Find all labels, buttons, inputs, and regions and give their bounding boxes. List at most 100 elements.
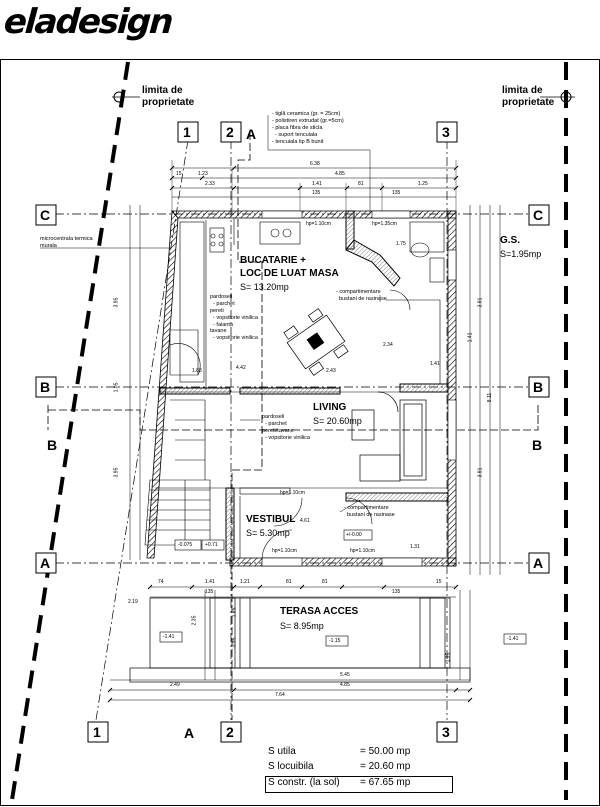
- dim-misc-3: 2.34: [383, 342, 393, 348]
- level-stair-b: +0.71: [205, 542, 218, 548]
- property-limit-label-left: limita de proprietate: [142, 85, 195, 108]
- dim-right-c: 1.41: [467, 332, 474, 343]
- dim-top-3a: 2.33: [205, 181, 215, 187]
- summary-label: S utila: [268, 746, 296, 757]
- summary-value: = 67.65 mp: [360, 777, 411, 788]
- summary-value: = 20.60 mp: [360, 761, 411, 772]
- dim-top-4a: 135: [312, 190, 321, 196]
- living-furniture: [351, 391, 427, 482]
- dim-misc-12: 1.75: [396, 241, 406, 247]
- kitchen-counter: [169, 221, 445, 383]
- note-finishes-kitchen: pardoseli - parchet pereti - vopsitorie …: [210, 294, 258, 342]
- dim-bot-1d: 81: [286, 579, 292, 585]
- leader-lines: [40, 115, 381, 513]
- doors: [240, 289, 411, 561]
- dim-bottom-sub-c: 4.85: [340, 682, 350, 688]
- dining-table: [283, 308, 349, 376]
- terrace: [129, 597, 471, 683]
- dim-bottom-sub-b: 5.45: [340, 672, 350, 678]
- dim-left-a: 3.95: [113, 297, 120, 308]
- room-gs-name: G.S.: [500, 235, 521, 246]
- dim-misc-7: 2.19: [128, 599, 138, 605]
- window-tag-4: hp=1.10cm: [272, 548, 297, 554]
- note-finishes-living: pardoseli - parchet pereti/tavane - vops…: [262, 414, 310, 441]
- section-mark-B-right: B: [532, 437, 543, 453]
- room-terrace-name: TERASA ACCES: [280, 606, 359, 617]
- property-limit-label-right: limita de proprietate: [502, 85, 555, 108]
- summary-label: S constr. (la sol): [268, 777, 340, 788]
- section-mark-B-left: B: [47, 437, 58, 453]
- dim-misc-11: 1.95: [445, 652, 452, 663]
- axis-label-1-bottom: 1: [93, 724, 101, 740]
- dim-right-a: 3.91: [477, 297, 484, 308]
- staircase: [144, 399, 211, 546]
- axis-label-3-top: 3: [442, 124, 450, 140]
- section-line-A: [231, 132, 263, 720]
- window-tag-5: hp=1.10cm: [350, 548, 375, 554]
- dim-bot-2b: 135: [392, 589, 401, 595]
- axis-label-C-right: C: [533, 207, 544, 223]
- summary-value: = 50.00 mp: [360, 746, 411, 757]
- axis-label-A-left: A: [40, 555, 51, 571]
- axis-label-2-bottom: 2: [226, 724, 234, 740]
- dimension-lines: [110, 167, 501, 701]
- room-vestibul-area: S= 5.30mp: [246, 528, 290, 538]
- note-compartment-vestibul: - compartimentare bustani de rasinase: [344, 505, 395, 518]
- room-kitchen-name-2: LOC DE LUAT MASA: [240, 268, 339, 279]
- dim-bot-2a: 135: [205, 589, 214, 595]
- dim-top-2b: 4.85: [335, 171, 345, 177]
- property-limit-left: [10, 61, 130, 801]
- dim-misc-6: 1.31: [410, 544, 420, 550]
- dim-misc-10: 0.95: [231, 637, 238, 648]
- dim-misc-9: 1.65: [231, 607, 238, 618]
- room-vestibul-name: VESTIBUL: [246, 514, 296, 525]
- level-stair-a: -0.075: [178, 542, 193, 548]
- interior-lines: [155, 218, 448, 558]
- dim-misc-1: 4.42: [236, 365, 246, 371]
- dim-left-c: 3.95: [113, 467, 120, 478]
- dim-misc-5: 4.61: [300, 518, 310, 524]
- level-terrace-right: -1.41: [507, 636, 519, 642]
- axis-tags: [35, 121, 550, 743]
- dim-bot-1a: 74: [158, 579, 164, 585]
- dim-left-b: 1.05: [113, 382, 120, 393]
- room-gs-area: S=1.95mp: [500, 249, 542, 259]
- dim-top-2a: 1.23: [198, 171, 208, 177]
- dim-bot-1e: 81: [322, 579, 328, 585]
- room-kitchen-area: S= 13.20mp: [240, 282, 289, 292]
- dim-top-total: 6.38: [310, 161, 320, 167]
- dim-bot-1c: 1.21: [240, 579, 250, 585]
- note-compartment-kitchen: - compartimentare bustani de rasinase: [336, 289, 387, 302]
- window-tag-3: hp=1.10cm: [280, 490, 305, 496]
- dim-bot-1b: 1.41: [205, 579, 215, 585]
- summary-row: S utila = 50.00 mp: [268, 746, 453, 761]
- dim-misc-4: 1.83: [192, 368, 202, 374]
- axis-label-C-left: C: [40, 207, 51, 223]
- dim-top-4b: 135: [392, 190, 401, 196]
- extension-lines: [171, 160, 457, 215]
- summary-row: S locuibila = 20.60 mp: [268, 761, 453, 776]
- window-tag-1: hp=1.10cm: [306, 221, 331, 227]
- room-living-area: S= 20.60mp: [313, 416, 362, 426]
- note-roof-layers: - tiglă ceramica (gr. = 25cm) - polistir…: [272, 111, 344, 145]
- dim-top-3b: 1.41: [312, 181, 322, 187]
- dim-right-b: 8.11: [487, 392, 494, 403]
- section-mark-A-top: A: [246, 126, 257, 142]
- dim-misc-8: 2.35: [191, 615, 198, 626]
- dim-misc-2: 2.43: [326, 368, 336, 374]
- note-microcentrala: microcentrala termica murala: [40, 236, 93, 249]
- axis-label-3-bottom: 3: [442, 724, 450, 740]
- dim-bottom-sub-a: 2.49: [170, 682, 180, 688]
- level-vestibul: +/-0.00: [346, 532, 362, 538]
- area-summary: S utila = 50.00 mp S locuibila = 20.60 m…: [265, 746, 453, 793]
- room-living-name: LIVING: [313, 402, 347, 413]
- dim-misc-13: 1.41: [430, 361, 440, 367]
- windows: [239, 210, 457, 567]
- dim-right-d: 3.91: [477, 467, 484, 478]
- summary-label: S locuibila: [268, 761, 314, 772]
- room-terrace-area: S= 8.95mp: [280, 621, 324, 631]
- level-boxes: [159, 529, 527, 647]
- axis-label-2-top: 2: [226, 124, 234, 140]
